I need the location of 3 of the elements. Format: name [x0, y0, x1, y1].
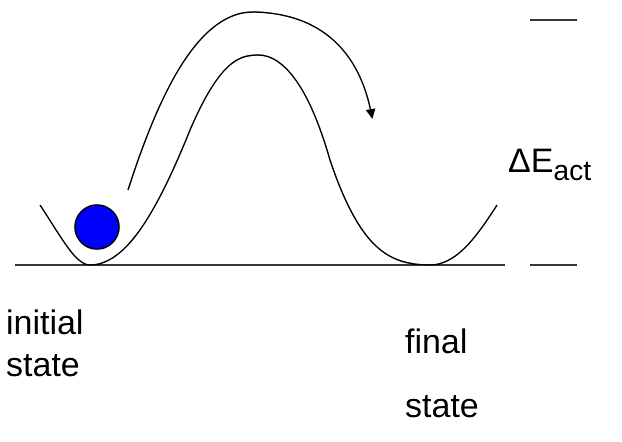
- state-label: initial state: [6, 303, 84, 386]
- state-label: final state: [405, 322, 480, 427]
- activation-energy-label: ΔE$_{act}$: [508, 141, 592, 189]
